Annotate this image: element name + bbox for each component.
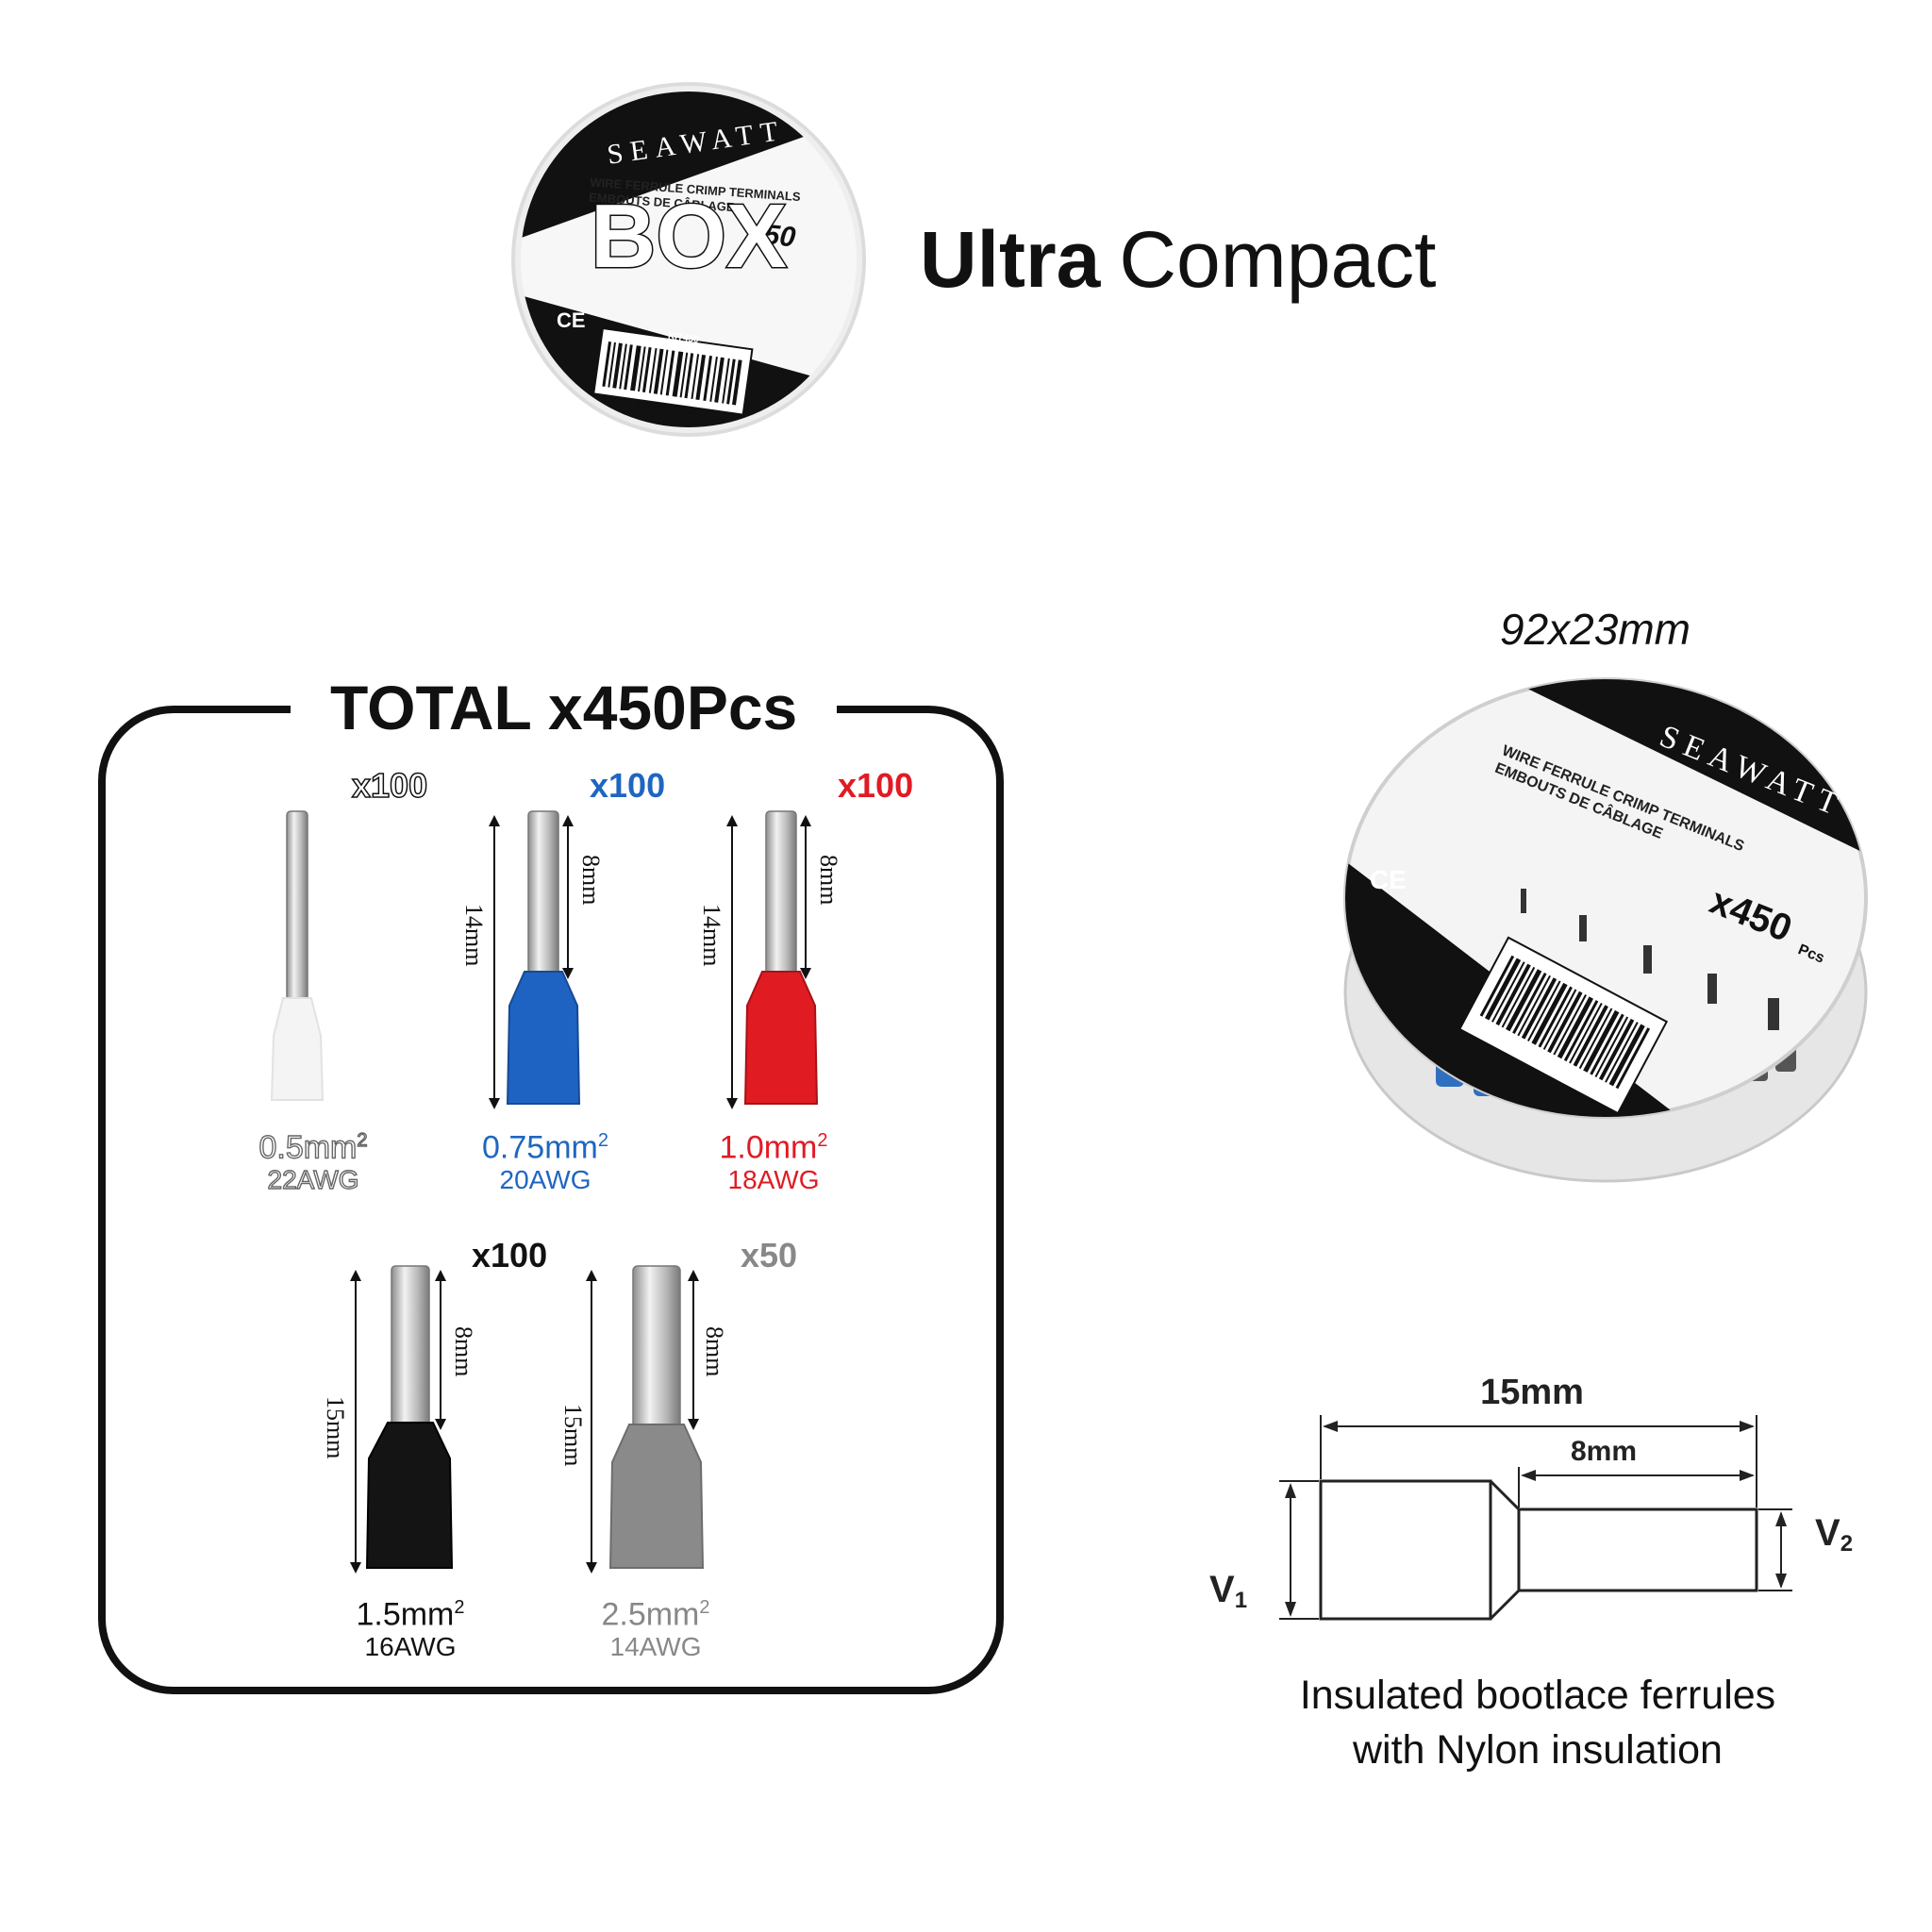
black-size: 1.5mm: [356, 1596, 455, 1633]
black-ferrule-icon: 15mm 8mm: [322, 1265, 477, 1574]
red-length-dimension: 14mm: [698, 904, 725, 966]
black-pin-dimension: 8mm: [450, 1326, 477, 1376]
badge-kit-code: KIT450: [667, 331, 699, 346]
red-awg: 18AWG: [727, 1165, 820, 1195]
headline-regular: Compact: [1119, 215, 1437, 304]
ce-mark-icon: CE: [557, 308, 586, 332]
kit-title: TOTAL x450Pcs: [291, 665, 838, 750]
diagram-insulation-sleeve: [1319, 1479, 1492, 1621]
ferrule-dimension-diagram: 15mm 8mm V1 V2: [1209, 1377, 1853, 1621]
box-badge: SEAWATT WIRE FERRULE CRIMP TERMINALS EMB…: [509, 80, 868, 439]
box-badge-illustration: SEAWATT WIRE FERRULE CRIMP TERMINALS EMB…: [511, 82, 866, 437]
product-box-illustration: SEAWATT WIRE FERRULE CRIMP TERMINALS EMB…: [1343, 677, 1868, 1183]
blue-size: 0.75mm: [482, 1129, 598, 1166]
diagram-metal-pin: [1517, 1507, 1758, 1592]
red-quantity: x100: [838, 766, 914, 805]
grey-awg: 14AWG: [609, 1632, 702, 1662]
black-size-label: 1.5mm2 16AWG: [325, 1590, 495, 1662]
white-awg: 22AWG: [267, 1165, 359, 1195]
white-size: 0.5mm: [258, 1129, 358, 1166]
white-quantity: x100: [351, 765, 428, 806]
grey-size-label: 2.5mm2 14AWG: [571, 1590, 741, 1662]
grey-ferrule-icon: 15mm 8mm: [559, 1265, 728, 1574]
diagram-pin-length: 8mm: [1571, 1436, 1637, 1467]
blue-quantity: x100: [590, 766, 666, 805]
blue-pin-dimension: 8mm: [577, 855, 605, 905]
white-size-label: 0.5mm2 22AWG: [228, 1123, 398, 1195]
blue-awg: 20AWG: [499, 1165, 591, 1195]
diagram-overall-length: 15mm: [1480, 1377, 1584, 1412]
badge-box-label: BOX: [591, 186, 787, 287]
badge-count: 450: [746, 217, 798, 253]
black-quantity: x100: [472, 1236, 548, 1274]
caption-line-2: with Nylon insulation: [1353, 1727, 1723, 1773]
grey-size: 2.5mm: [601, 1596, 700, 1633]
red-pin-dimension: 8mm: [815, 855, 842, 905]
caption-line-1: Insulated bootlace ferrules: [1299, 1673, 1776, 1718]
red-size-label: 1.0mm2 18AWG: [689, 1123, 858, 1195]
product-box-photo: SEAWATT WIRE FERRULE CRIMP TERMINALS EMB…: [1332, 662, 1879, 1209]
black-awg: 16AWG: [364, 1632, 457, 1662]
photo-ce-mark-icon: CE: [1370, 865, 1407, 894]
blue-ferrule-icon: 14mm 8mm: [460, 810, 605, 1109]
grey-pin-dimension: 8mm: [701, 1326, 728, 1376]
diagram-v2-label: V2: [1815, 1512, 1853, 1557]
red-size: 1.0mm: [719, 1129, 818, 1166]
blue-size-label: 0.75mm2 20AWG: [451, 1123, 640, 1195]
white-ferrule-icon: [270, 810, 325, 1101]
grey-quantity: x50: [741, 1236, 798, 1274]
box-dimensions: 92x23mm: [1500, 605, 1690, 654]
headline-bold: Ultra: [920, 215, 1101, 304]
red-ferrule-icon: 14mm 8mm: [698, 810, 842, 1109]
grey-length-dimension: 15mm: [559, 1404, 587, 1466]
blue-length-dimension: 14mm: [460, 904, 488, 966]
black-length-dimension: 15mm: [322, 1396, 349, 1458]
diagram-v1-label: V1: [1209, 1569, 1247, 1613]
